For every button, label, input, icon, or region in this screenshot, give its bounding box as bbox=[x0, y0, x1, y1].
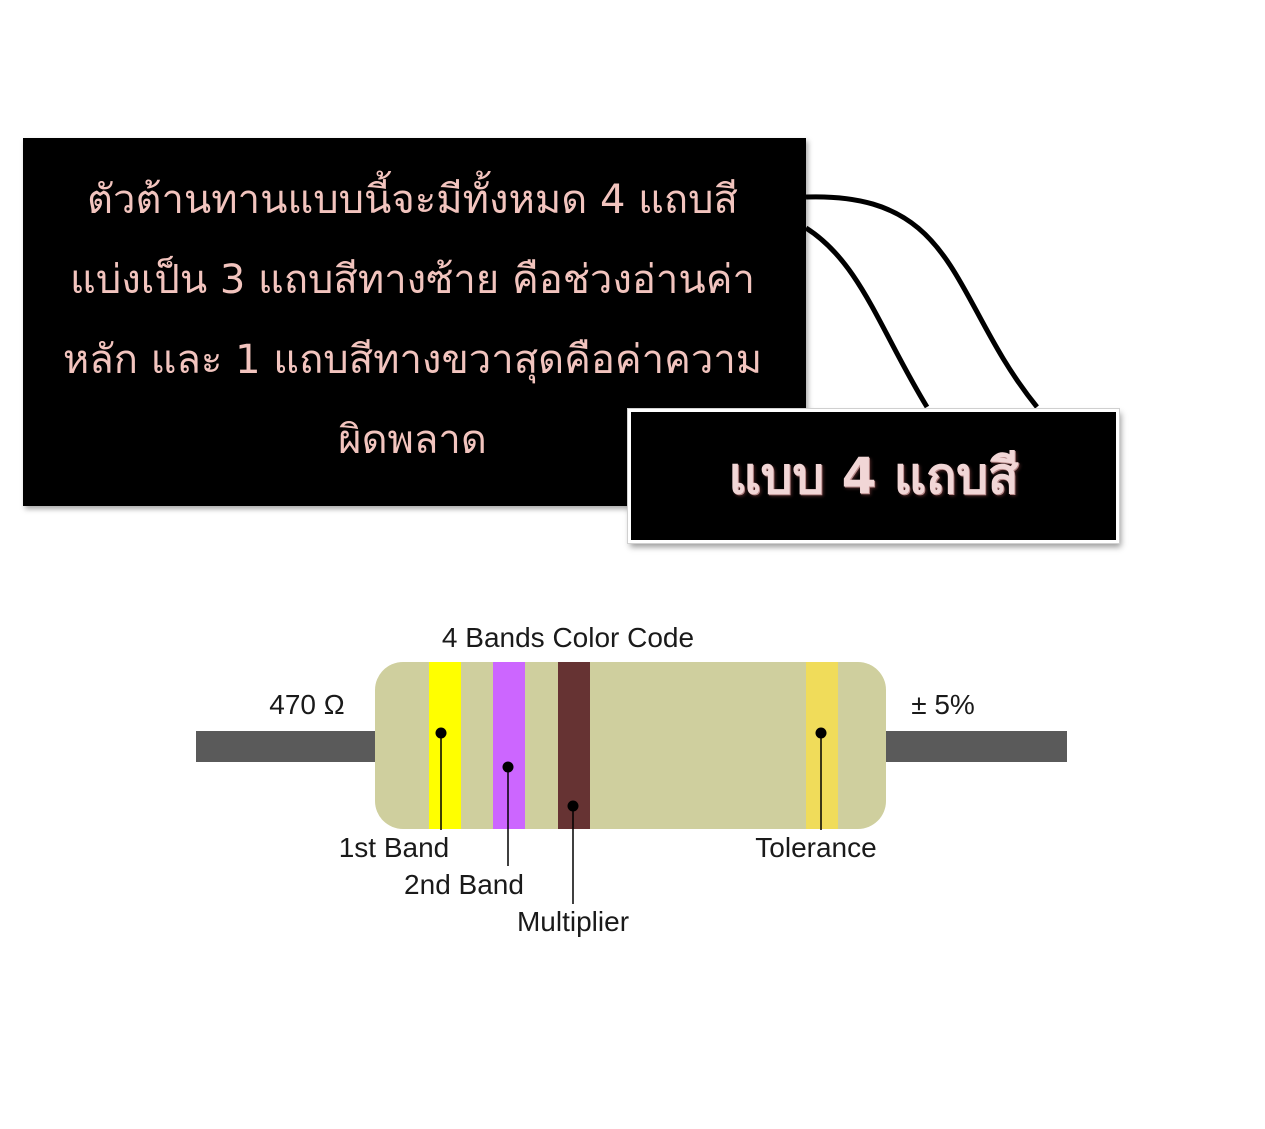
description-line: หลัก และ 1 แถบสีทางขวาสุดคือค่าความ bbox=[62, 337, 763, 383]
pointer-dot-multiplier bbox=[567, 800, 579, 812]
pointer-dot-1st bbox=[435, 727, 447, 739]
diagram-heading: 4 Bands Color Code bbox=[442, 622, 694, 653]
description-line: ผิดพลาด bbox=[338, 417, 487, 463]
band-1st bbox=[429, 662, 461, 829]
description-line: แบ่งเป็น 3 แถบสีทางซ้าย คือช่วงอ่านค่า bbox=[70, 257, 755, 303]
description-text: ตัวต้านทานแบบนี้จะมีทั้งหมด 4 แถบสี แบ่ง… bbox=[40, 160, 785, 480]
connector-curve-outer bbox=[805, 194, 1039, 409]
tolerance-value: ± 5% bbox=[911, 689, 975, 720]
connector-curve-inner bbox=[804, 225, 930, 409]
band-tolerance bbox=[806, 662, 838, 829]
lead-right bbox=[882, 731, 1067, 762]
label-tolerance: Tolerance bbox=[755, 832, 876, 863]
label-multiplier: Multiplier bbox=[517, 906, 629, 937]
description-line: ตัวต้านทานแบบนี้จะมีทั้งหมด 4 แถบสี bbox=[87, 177, 738, 223]
resistance-label: 470 Ω bbox=[269, 689, 344, 720]
lead-left bbox=[196, 731, 380, 762]
pointer-dot-2nd bbox=[502, 761, 514, 773]
title-label: แบบ 4 แถบสี bbox=[728, 446, 1019, 505]
band-2nd bbox=[493, 662, 525, 829]
label-2nd-band: 2nd Band bbox=[404, 869, 524, 900]
label-1st-band: 1st Band bbox=[339, 832, 450, 863]
title-box: แบบ 4 แถบสี bbox=[628, 409, 1119, 543]
pointer-dot-tolerance bbox=[815, 727, 827, 739]
